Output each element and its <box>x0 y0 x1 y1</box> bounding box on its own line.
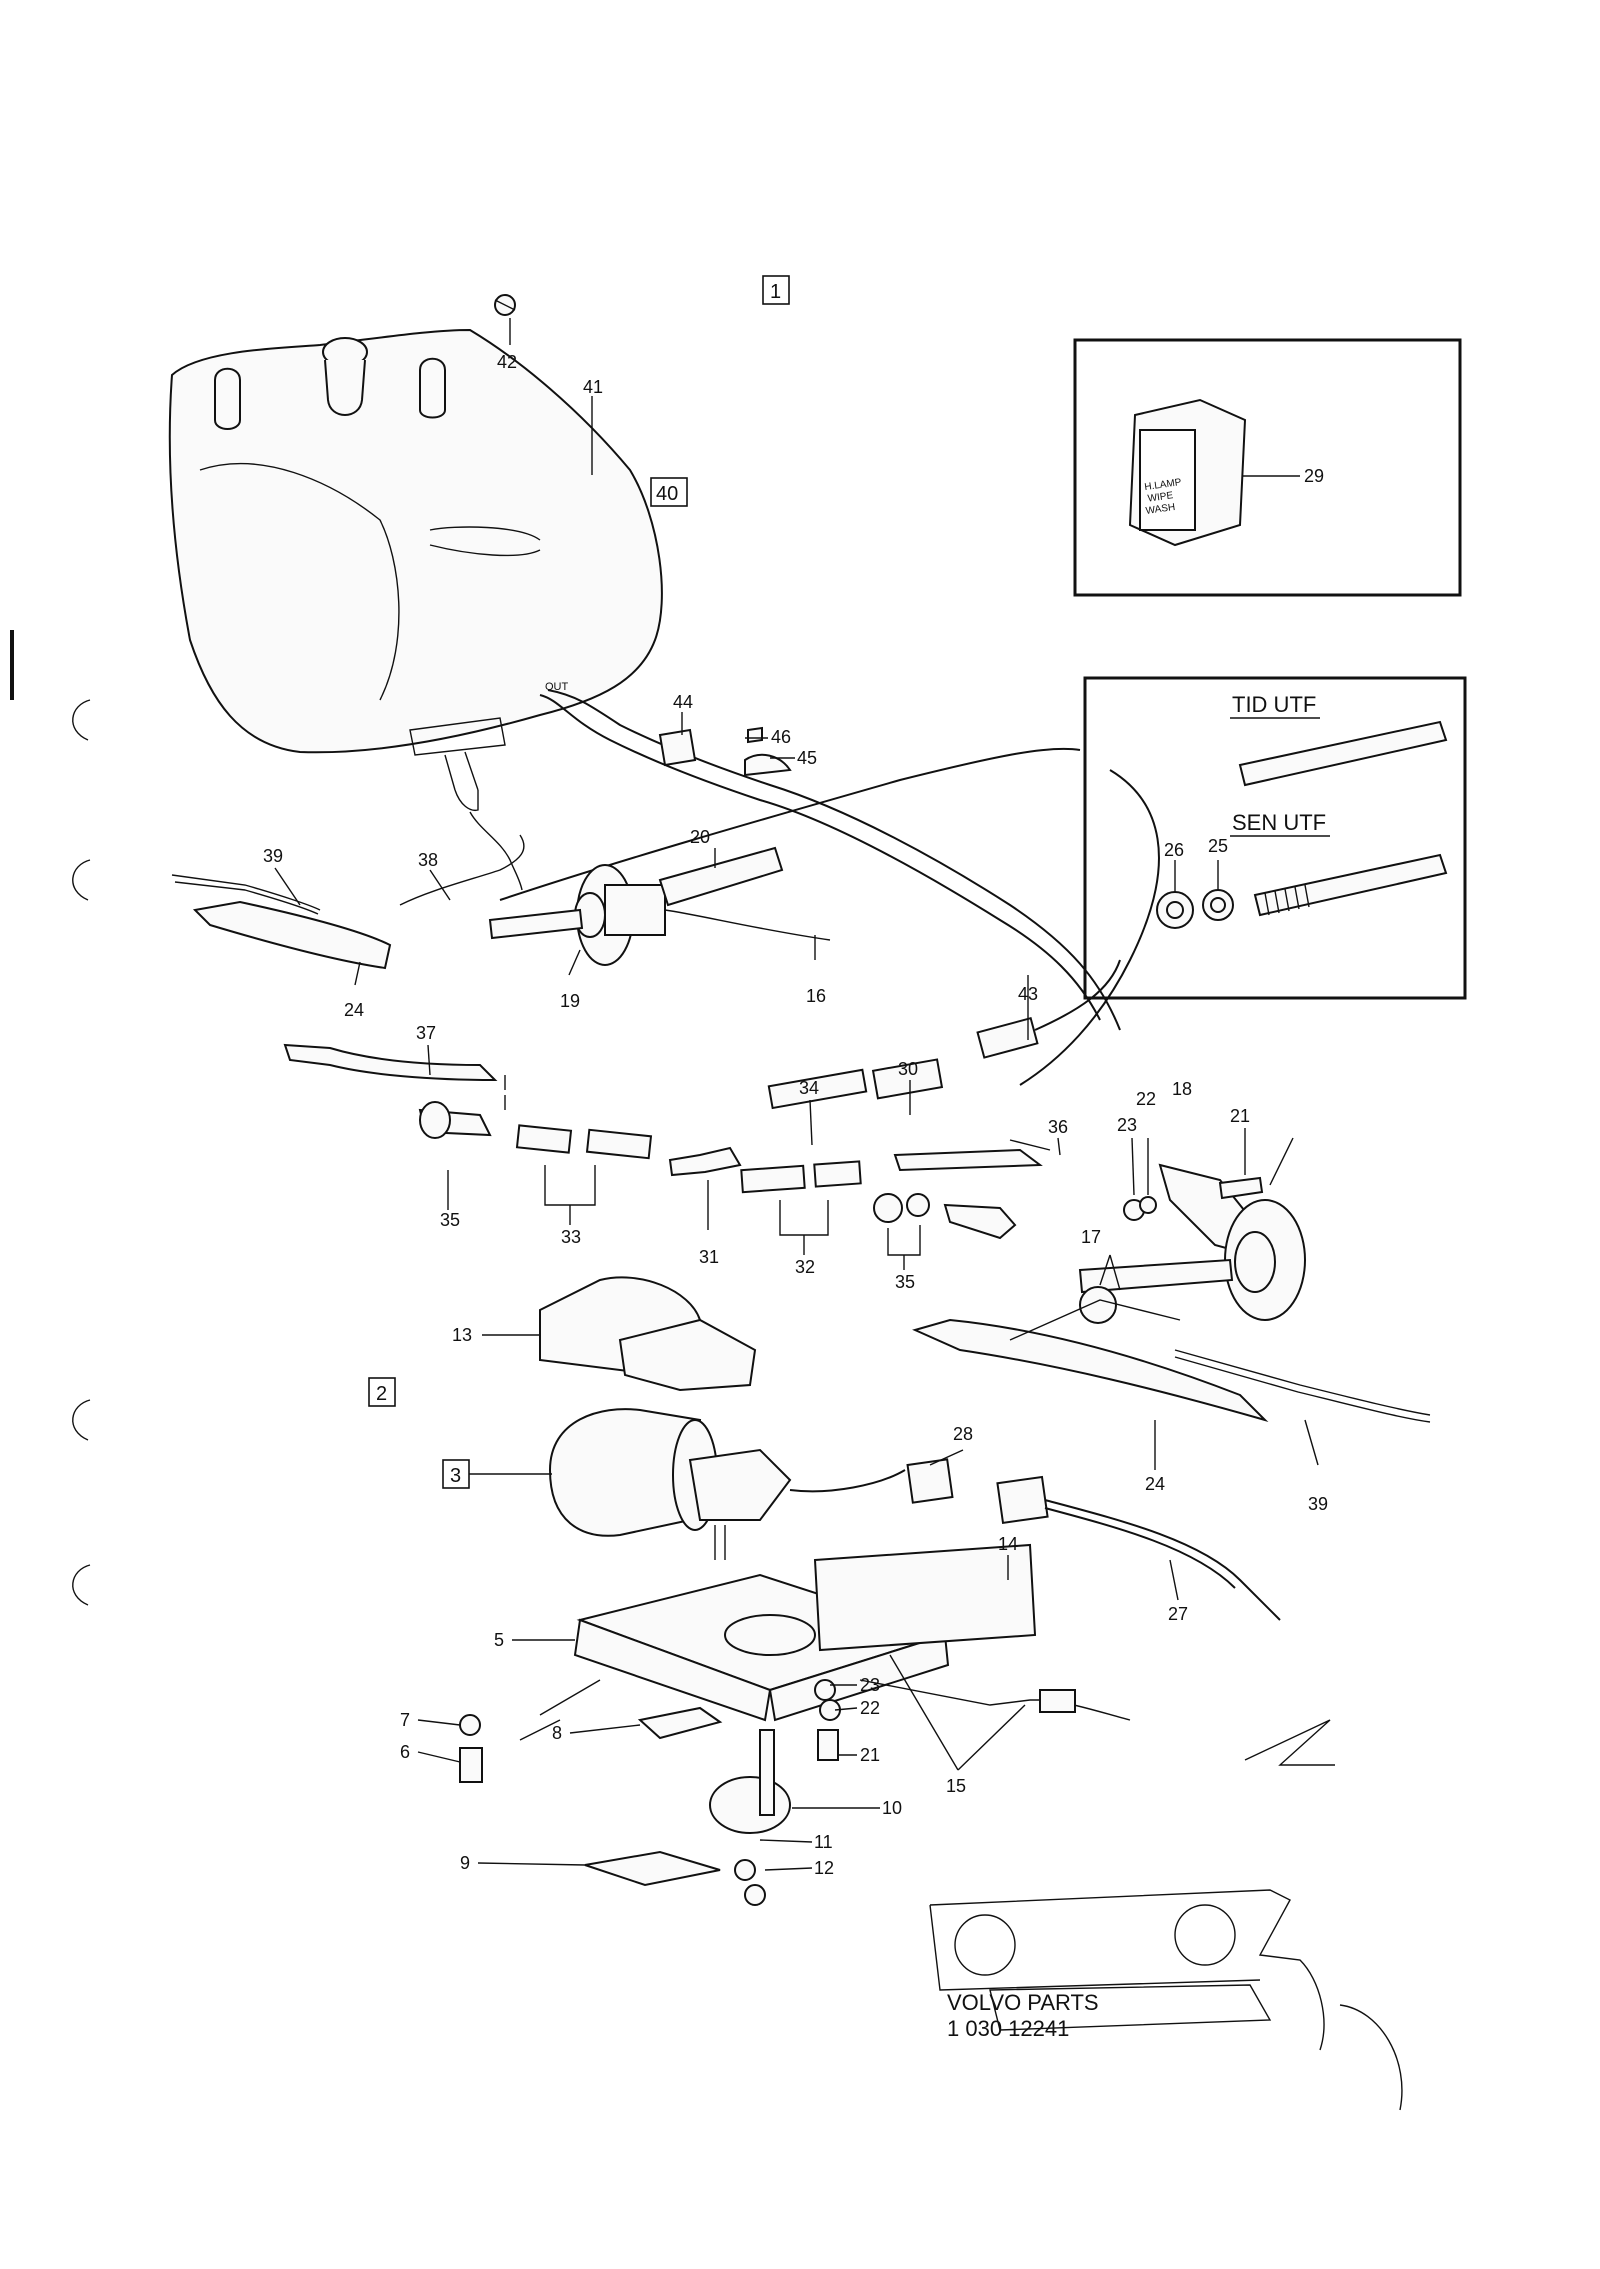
wiper-arm-lower <box>912 1299 1431 1423</box>
hose-connectors-row <box>283 959 1121 1240</box>
callout-46: 46 <box>771 727 791 747</box>
callout-32: 32 <box>795 1257 815 1277</box>
callout-25: 25 <box>1208 836 1228 856</box>
callout-23-lower: 23 <box>860 1675 880 1695</box>
callout-33: 33 <box>561 1227 581 1247</box>
callout-22-upper: 22 <box>1136 1089 1156 1109</box>
callout-6: 6 <box>400 1742 410 1762</box>
callout-37: 37 <box>416 1023 436 1043</box>
washer-pump <box>488 846 831 966</box>
switch-text-3: WASH <box>1145 502 1176 517</box>
box-label-2: 2 <box>368 1377 396 1407</box>
footer-part-number: 1 030 12241 <box>947 2016 1069 2041</box>
box-label-40: 40 <box>650 477 688 507</box>
callout-26: 26 <box>1164 840 1184 860</box>
callout-21-lower: 21 <box>860 1745 880 1765</box>
callout-18: 18 <box>1172 1079 1192 1099</box>
svg-text:2: 2 <box>376 1383 387 1405</box>
leader-lines <box>274 318 1319 1871</box>
svg-text:40: 40 <box>656 483 678 505</box>
tube-inset: TID UTF SEN UTF <box>1083 676 1467 1000</box>
car-front-sketch <box>929 1719 1403 2111</box>
binder-holes <box>10 630 91 1606</box>
callout-8: 8 <box>552 1723 562 1743</box>
callout-39-lower: 39 <box>1308 1494 1328 1514</box>
callout-15: 15 <box>946 1776 966 1796</box>
callout-28: 28 <box>953 1424 973 1444</box>
wiper-motor <box>548 1408 1281 1621</box>
callout-16: 16 <box>806 986 826 1006</box>
callout-27: 27 <box>1168 1604 1188 1624</box>
callout-35-right: 35 <box>895 1272 915 1292</box>
box-label-1: 1 <box>762 275 790 305</box>
callout-21-upper: 21 <box>1230 1106 1250 1126</box>
screw-42 <box>494 294 516 316</box>
callout-10: 10 <box>882 1798 902 1818</box>
tid-utf-label: TID UTF <box>1232 692 1316 717</box>
svg-text:3: 3 <box>450 1465 461 1487</box>
callout-20: 20 <box>690 827 710 847</box>
callout-44: 44 <box>673 692 693 712</box>
box-label-3: 3 <box>442 1459 470 1489</box>
wiper-arm-upper <box>171 834 525 970</box>
callout-45: 45 <box>797 748 817 768</box>
switch-text-2: WIPE <box>1147 490 1174 504</box>
callout-31: 31 <box>699 1247 719 1267</box>
callout-5: 5 <box>494 1630 504 1650</box>
footer-brand: VOLVO PARTS <box>947 1990 1099 2015</box>
clips-44-45-46 <box>658 726 792 777</box>
callout-43: 43 <box>1018 984 1038 1004</box>
callout-34: 34 <box>799 1078 819 1098</box>
foam-pad <box>539 1276 757 1392</box>
callout-17: 17 <box>1081 1227 1101 1247</box>
wiper-pivot <box>1078 1163 1306 1324</box>
callout-30: 30 <box>898 1059 918 1079</box>
mounting-hardware <box>459 1679 1131 1906</box>
callout-14: 14 <box>998 1534 1018 1554</box>
callout-42: 42 <box>497 352 517 372</box>
callout-7: 7 <box>400 1710 410 1730</box>
washer-tank: OUT <box>168 328 1121 1031</box>
callout-24-lower: 24 <box>1145 1474 1165 1494</box>
callout-36: 36 <box>1048 1117 1068 1137</box>
callout-39-upper: 39 <box>263 846 283 866</box>
switch-inset: H.LAMP WIPE WASH <box>1073 338 1462 597</box>
callout-23-upper: 23 <box>1117 1115 1137 1135</box>
callout-24-upper: 24 <box>344 1000 364 1020</box>
callout-12: 12 <box>814 1858 834 1878</box>
hose-loop <box>1019 769 1160 1086</box>
callout-9: 9 <box>460 1853 470 1873</box>
callout-29: 29 <box>1304 466 1324 486</box>
callout-41: 41 <box>583 377 603 397</box>
sen-utf-label: SEN UTF <box>1232 810 1326 835</box>
callout-22-lower: 22 <box>860 1698 880 1718</box>
switch-text-1: H.LAMP <box>1144 477 1183 493</box>
callout-13: 13 <box>452 1325 472 1345</box>
callout-11: 11 <box>814 1832 833 1852</box>
callout-38: 38 <box>418 850 438 870</box>
motor-bracket <box>519 1543 1037 1741</box>
callout-19: 19 <box>560 991 580 1011</box>
callout-35-left: 35 <box>440 1210 460 1230</box>
svg-text:1: 1 <box>770 281 781 303</box>
callout-numbers: 42 41 44 46 45 39 38 20 24 19 16 43 37 3… <box>263 352 1328 1878</box>
